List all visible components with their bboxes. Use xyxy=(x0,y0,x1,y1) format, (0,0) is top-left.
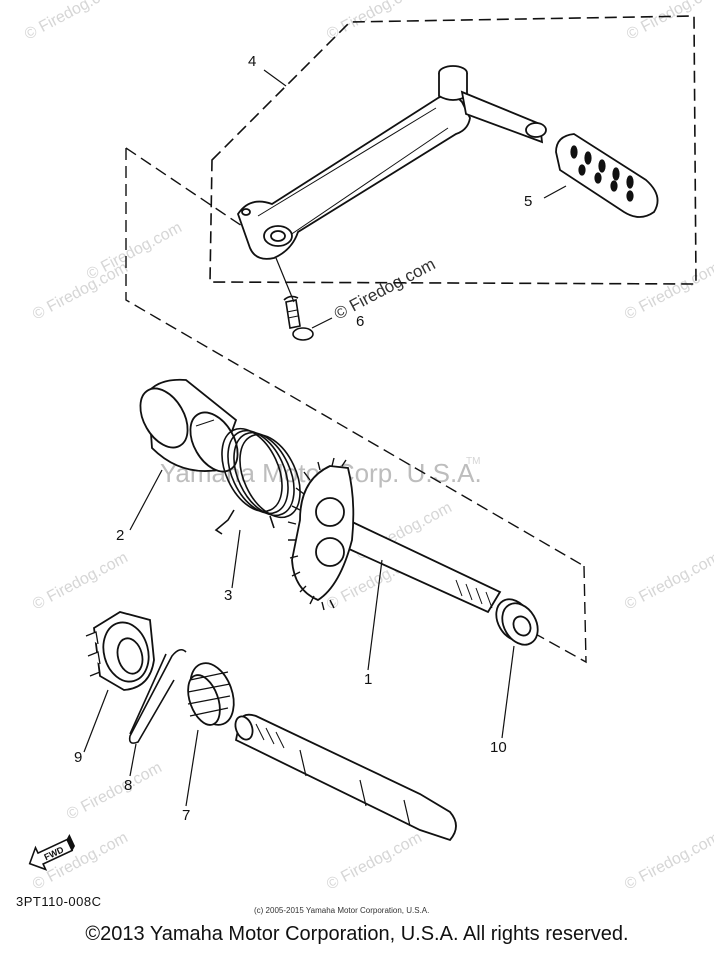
kick-axle xyxy=(287,457,502,614)
ratchet-wheel xyxy=(85,611,155,691)
kick-crank xyxy=(237,65,547,260)
callout-2: 2 xyxy=(116,527,124,544)
callout-3: 3 xyxy=(224,587,232,604)
firedog-watermark: © Firedog.com xyxy=(22,0,123,44)
firedog-watermark: © Firedog.com xyxy=(84,219,185,283)
callout-9: 9 xyxy=(74,749,82,766)
diagram-code: 3PT110-008C xyxy=(16,894,101,909)
callout-8: 8 xyxy=(124,777,132,794)
torsion-spring xyxy=(214,427,301,535)
watermark-layer: © Firedog.com © Firedog.com © Firedog.co… xyxy=(22,0,714,894)
callout-1: 1 xyxy=(364,671,372,688)
crank-bolt xyxy=(283,295,314,341)
main-axle xyxy=(234,713,457,842)
callout-10: 10 xyxy=(490,739,507,756)
footer-copyright: ©2013 Yamaha Motor Corporation, U.S.A. A… xyxy=(85,923,629,945)
callout-6: 6 xyxy=(356,313,364,330)
firedog-watermark: © Firedog.com xyxy=(622,549,714,613)
kick-gear xyxy=(187,662,235,726)
callout-7: 7 xyxy=(182,807,190,824)
callout-4: 4 xyxy=(248,53,256,70)
firedog-watermark: © Firedog.com xyxy=(624,0,714,44)
kick-axle-outline xyxy=(125,147,587,664)
firedog-watermark: © Firedog.com xyxy=(324,829,425,893)
kick-grip xyxy=(555,133,659,218)
axle-collar xyxy=(139,378,239,473)
firedog-watermark: © Firedog.com xyxy=(30,549,131,613)
firedog-watermark: © Firedog.com xyxy=(622,829,714,893)
callout-labels: 4 5 6 2 3 1 10 9 8 7 xyxy=(74,53,532,824)
firedog-watermark-dark: © Firedog.com xyxy=(331,254,439,323)
kick-crank-assembly-box xyxy=(209,15,697,285)
firedog-watermark: © Firedog.com xyxy=(622,259,714,323)
leader-lines xyxy=(83,69,567,807)
ratchet-clip xyxy=(128,648,187,744)
small-copyright: (c) 2005-2015 Yamaha Motor Corporation, … xyxy=(254,906,429,915)
axle-bearing xyxy=(495,598,539,646)
firedog-watermark: © Firedog.com xyxy=(64,759,165,823)
callout-5: 5 xyxy=(524,193,532,210)
trademark-mark: TM xyxy=(466,456,480,467)
